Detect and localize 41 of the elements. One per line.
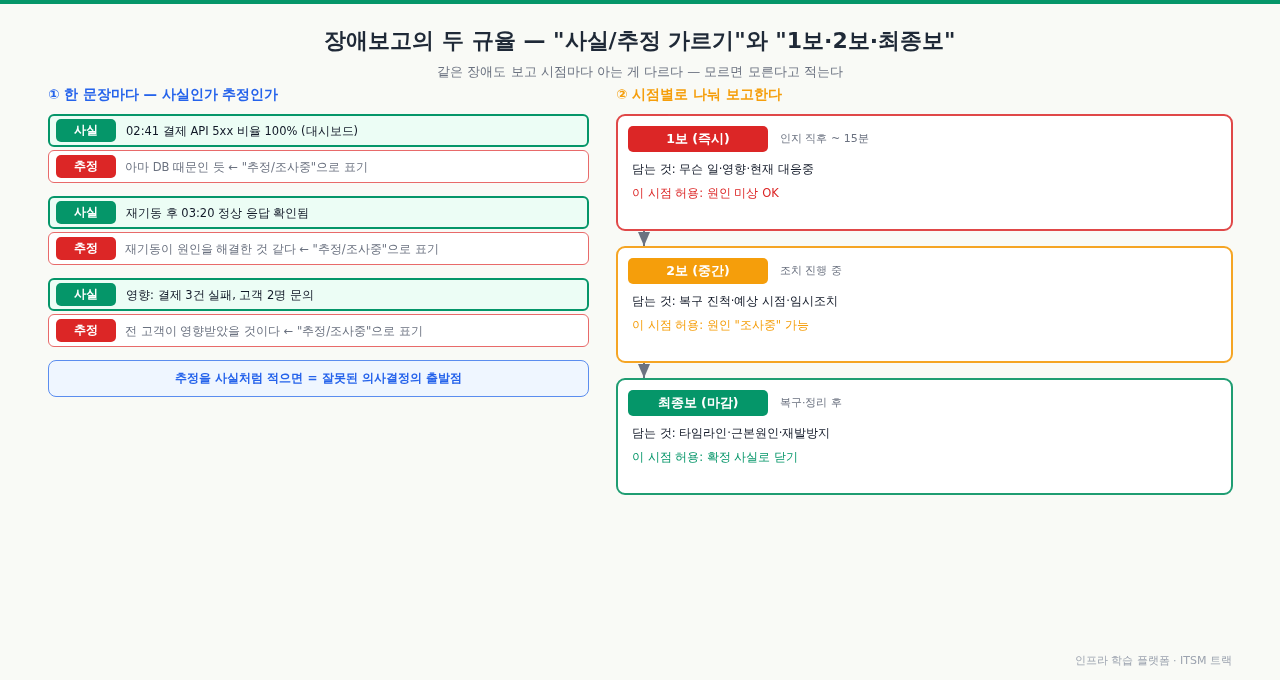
fact-row [48,114,589,147]
estimate-text: 전 고객이 영향받았을 것이다 ← "추정/조사중"으로 표기 [125,323,424,338]
estimate-tag: 추정 [55,154,116,178]
stage-tag: 1보 (즉시) [628,126,768,152]
timing-note: 인지 직후 ~ 15분 [780,131,869,147]
content-text: 담는 것: 무슨 일·영향·현재 대응중 [632,162,814,177]
fact-tag: 사실 [56,119,116,142]
allowance-text: 이 시점 허용: 원인 "조사중" 가능 [632,318,809,333]
estimate-tag: 추정 [55,318,116,342]
footer-note: 인프라 학습 플랫폼 · ITSM 트랙 [1074,654,1232,669]
estimate-text: 아마 DB 때문인 듯 ← "추정/조사중"으로 표기 [125,159,368,174]
fact-text: 영향: 결제 3건 실패, 고객 2명 문의 [126,287,315,302]
stage-tag: 2보 (중간) [628,258,768,284]
timing-note: 조치 진행 중 [780,263,842,279]
section-heading: ② 시점별로 나눠 보고한다 [616,86,782,104]
stage-card [616,246,1233,363]
estimate-row [48,150,589,183]
diagram-title: 장애보고의 두 규율 — "사실/추정 가르기"와 "1보·2보·최종보" [324,27,956,55]
estimate-row [48,232,589,265]
stage-tag: 최종보 (마감) [628,390,768,416]
timing-note: 복구·정리 후 [780,395,842,411]
estimate-text: 재기동이 원인을 해결한 것 같다 ← "추정/조사중"으로 표기 [125,241,439,256]
content-text: 담는 것: 타임라인·근본원인·재발방지 [632,426,831,441]
fact-row [48,196,589,229]
stage-card [616,378,1233,495]
fact-tag: 사실 [56,283,116,306]
takeaway-callout: 추정을 사실처럼 적으면 = 잘못된 의사결정의 출발점 [48,360,589,397]
arrow [638,362,650,379]
allowance-text: 이 시점 허용: 원인 미상 OK [632,186,779,201]
fact-text: 02:41 결제 API 5xx 비율 100% (대시보드) [126,123,359,138]
arrow [638,230,650,247]
estimate-tag: 추정 [55,236,116,260]
section-heading: ① 한 문장마다 — 사실인가 추정인가 [48,86,279,104]
fact-text: 재기동 후 03:20 정상 응답 확인됨 [126,205,310,220]
content-text: 담는 것: 복구 진척·예상 시점·임시조치 [632,294,838,309]
allowance-text: 이 시점 허용: 확정 사실로 닫기 [632,450,799,465]
subtitle: 같은 장애도 보고 시점마다 아는 게 다르다 — 모르면 모른다고 적는다 [437,64,843,81]
fact-tag: 사실 [56,201,116,224]
estimate-row [48,314,589,347]
stage-card [616,114,1233,231]
fact-row [48,278,589,311]
